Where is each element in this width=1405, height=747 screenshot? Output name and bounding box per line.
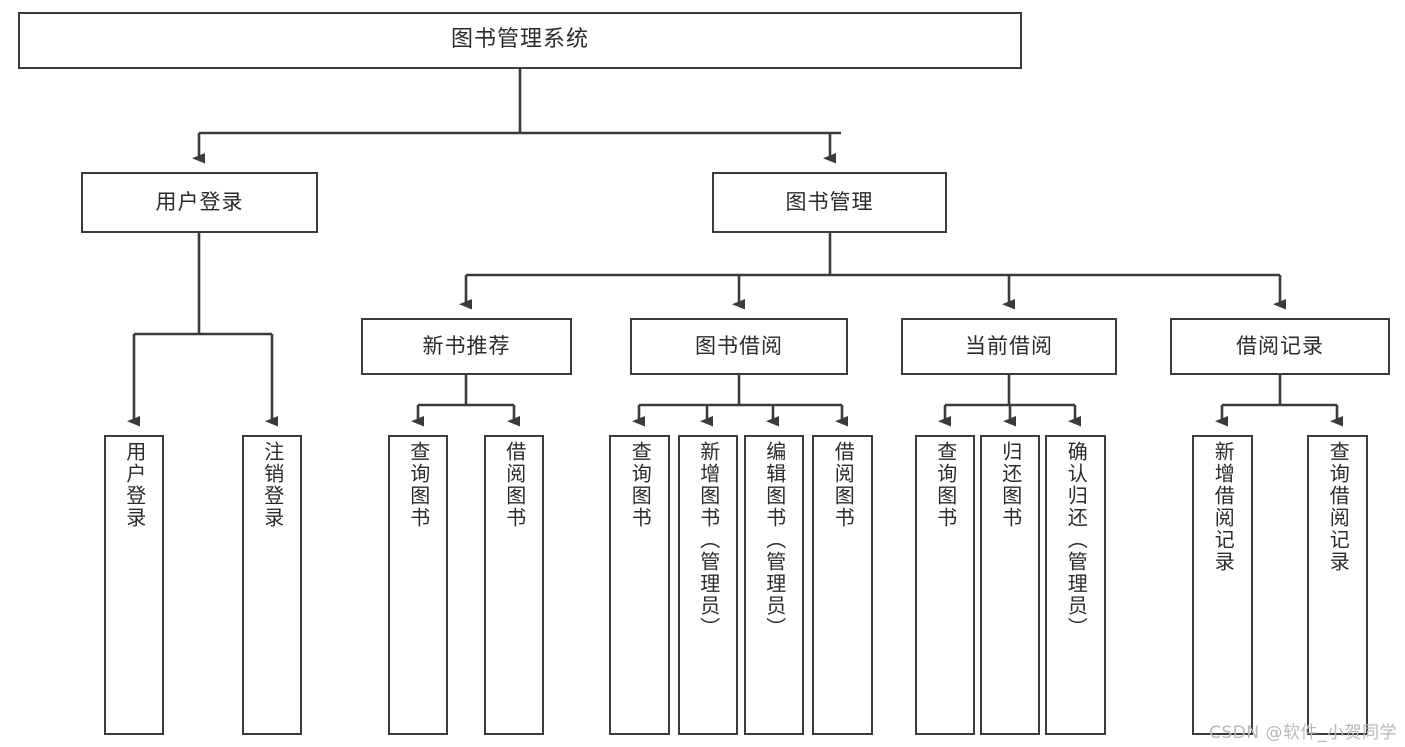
node-label: 注销登录 [260, 441, 285, 529]
node-label: 新书推荐 [422, 333, 511, 358]
node-label: 借阅记录 [1236, 333, 1324, 358]
leaf-current-borrow-return[interactable]: 归还图书 [980, 435, 1040, 735]
watermark: CSDN @软件_小贺同学 [1209, 723, 1397, 743]
node-user-login[interactable]: 用户登录 [81, 172, 318, 233]
leaf-book-borrow-borrow[interactable]: 借阅图书 [812, 435, 873, 735]
node-label: 查询图书 [628, 441, 653, 529]
node-label: 图书管理 [785, 189, 874, 214]
node-label: 图书管理系统 [450, 27, 589, 53]
node-label: 借阅图书 [831, 441, 856, 529]
node-label: 查询图书 [933, 441, 958, 529]
leaf-book-borrow-edit[interactable]: 编辑图书（管理员） [744, 435, 804, 735]
node-book-management[interactable]: 图书管理 [712, 172, 947, 233]
node-borrow-record[interactable]: 借阅记录 [1170, 318, 1390, 375]
leaf-new-book-query[interactable]: 查询图书 [388, 435, 448, 735]
node-current-borrow[interactable]: 当前借阅 [901, 318, 1117, 375]
node-label: 用户登录 [155, 189, 244, 214]
node-label: 确认归还（管理员） [1064, 441, 1089, 639]
node-label: 借阅图书 [502, 441, 527, 529]
leaf-user-login-logout[interactable]: 注销登录 [242, 435, 302, 735]
node-label: 当前借阅 [965, 333, 1053, 358]
node-label: 编辑图书（管理员） [762, 441, 787, 639]
node-label: 用户登录 [122, 441, 147, 529]
leaf-current-borrow-confirm-return[interactable]: 确认归还（管理员） [1045, 435, 1106, 735]
node-new-book-recommend[interactable]: 新书推荐 [361, 318, 572, 375]
leaf-user-login-login[interactable]: 用户登录 [104, 435, 164, 735]
node-book-borrow[interactable]: 图书借阅 [630, 318, 848, 375]
leaf-new-book-borrow[interactable]: 借阅图书 [484, 435, 544, 735]
leaf-book-borrow-query[interactable]: 查询图书 [609, 435, 670, 735]
leaf-borrow-record-add[interactable]: 新增借阅记录 [1192, 435, 1253, 735]
node-label: 新增借阅记录 [1211, 441, 1236, 573]
leaf-current-borrow-query[interactable]: 查询图书 [915, 435, 975, 735]
leaf-borrow-record-query[interactable]: 查询借阅记录 [1307, 435, 1368, 735]
node-label: 查询借阅记录 [1326, 441, 1351, 573]
node-label: 图书借阅 [695, 333, 783, 358]
node-root-system[interactable]: 图书管理系统 [18, 12, 1022, 69]
node-label: 新增图书（管理员） [696, 441, 721, 639]
node-label: 归还图书 [998, 441, 1023, 529]
node-label: 查询图书 [406, 441, 431, 529]
leaf-book-borrow-add[interactable]: 新增图书（管理员） [678, 435, 738, 735]
